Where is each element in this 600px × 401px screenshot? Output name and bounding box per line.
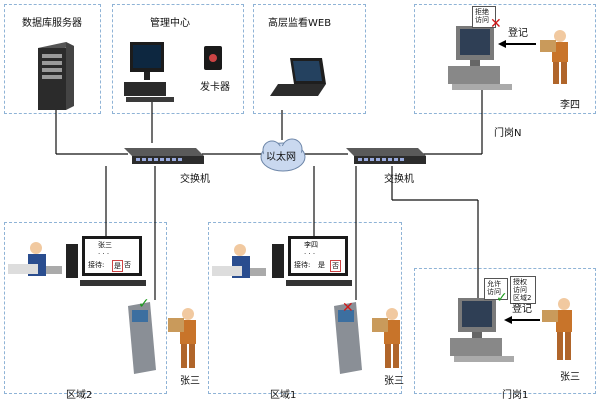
card-reader-icon bbox=[204, 46, 222, 70]
area2-screen-receive: 接待: bbox=[88, 261, 105, 269]
area1-screen-receive: 接待: bbox=[294, 261, 311, 269]
gate-1-note-line2: 访问 bbox=[487, 288, 501, 296]
area1-box bbox=[208, 222, 402, 394]
area2-check-icon: ✓ bbox=[138, 296, 150, 312]
mgmt-center-label: 管理中心 bbox=[150, 18, 190, 29]
gate-1-label: 门岗1 bbox=[502, 390, 529, 401]
area1-choice-yes[interactable]: 是 bbox=[318, 261, 325, 269]
gate-1-terminal-icon bbox=[450, 298, 514, 362]
gate-n-note-line1: 拒绝 bbox=[475, 8, 489, 16]
gate-n-person-label: 李四 bbox=[560, 100, 580, 111]
area2-screen-dots: · · · bbox=[98, 250, 110, 258]
gate-n-note-line2: 访问 bbox=[475, 16, 489, 24]
area1-monitor-icon bbox=[272, 236, 352, 286]
area2-label: 区域2 bbox=[66, 390, 93, 401]
gate-1-auth-line1: 授权 bbox=[513, 278, 527, 286]
ethernet-label: 以太网 bbox=[266, 152, 296, 163]
area1-choice-no[interactable]: 否 bbox=[330, 260, 341, 272]
gate-n-box bbox=[414, 4, 596, 114]
visitor-zhang-san-gate-icon bbox=[542, 298, 572, 360]
area1-kiosk-icon bbox=[334, 302, 362, 374]
area1-label: 区域1 bbox=[270, 390, 297, 401]
gate-1-box bbox=[414, 268, 596, 394]
area1-cross-icon: ✕ bbox=[342, 300, 354, 316]
area2-kiosk-icon bbox=[128, 302, 156, 374]
switch-left-icon bbox=[124, 148, 204, 164]
area1-screen-dots: · · · bbox=[304, 250, 316, 258]
gate-n-terminal-icon bbox=[448, 26, 512, 90]
server-tower-icon bbox=[38, 42, 74, 110]
gate-n-label: 门岗N bbox=[494, 128, 522, 139]
gate-1-auth-line3: 区域2 bbox=[513, 294, 532, 302]
area1-screen-name: 李四 bbox=[304, 241, 318, 249]
gate-1-note-line1: 允许 bbox=[487, 280, 501, 288]
switch-right-icon bbox=[346, 148, 426, 164]
card-issuer-label: 发卡器 bbox=[200, 82, 230, 93]
area2-screen-name: 张三 bbox=[98, 241, 112, 249]
switch-left-label: 交换机 bbox=[180, 174, 210, 185]
gate-1-auth-line2: 访问 bbox=[513, 286, 527, 294]
mgmt-center-box bbox=[112, 4, 244, 114]
area2-visitor-icon bbox=[168, 308, 196, 368]
gate-1-register-label: 登记 bbox=[512, 304, 532, 315]
area1-visitor-label: 张三 bbox=[384, 376, 404, 387]
desktop-computer-icon bbox=[124, 42, 174, 102]
area2-receptionist-icon bbox=[8, 242, 62, 276]
area2-visitor-label: 张三 bbox=[180, 376, 200, 387]
network-cables bbox=[55, 90, 483, 300]
area2-choice-no[interactable]: 否 bbox=[124, 261, 131, 269]
area1-receptionist-icon bbox=[212, 244, 266, 278]
gate-1-person-label: 张三 bbox=[560, 372, 580, 383]
gate-1-auth-note: 授权 访问 区域2 bbox=[510, 276, 536, 304]
switch-right-label: 交换机 bbox=[384, 174, 414, 185]
visitor-li-si-icon bbox=[540, 30, 568, 84]
area2-choice-yes[interactable]: 是 bbox=[112, 260, 123, 272]
gate-n-deny-note: 拒绝 访问 bbox=[472, 6, 496, 28]
ethernet-cloud-icon bbox=[260, 138, 306, 172]
laptop-icon bbox=[270, 58, 326, 96]
gate-n-arrowhead bbox=[498, 40, 506, 48]
deny-cross-icon: ✕ bbox=[490, 16, 502, 32]
area2-box bbox=[4, 222, 167, 394]
db-server-label: 数据库服务器 bbox=[22, 18, 82, 29]
gate-n-register-label: 登记 bbox=[508, 28, 528, 39]
web-monitor-box bbox=[253, 4, 366, 114]
gate-1-arrowhead bbox=[504, 316, 512, 324]
db-server-box bbox=[4, 4, 101, 114]
web-monitor-label: 高层监看WEB bbox=[268, 18, 332, 29]
gate-1-allow-note: 允许 访问 bbox=[484, 278, 508, 300]
allow-check-icon: ✓ bbox=[496, 290, 508, 306]
area1-visitor-icon bbox=[372, 308, 400, 368]
area2-monitor-icon bbox=[66, 236, 146, 286]
